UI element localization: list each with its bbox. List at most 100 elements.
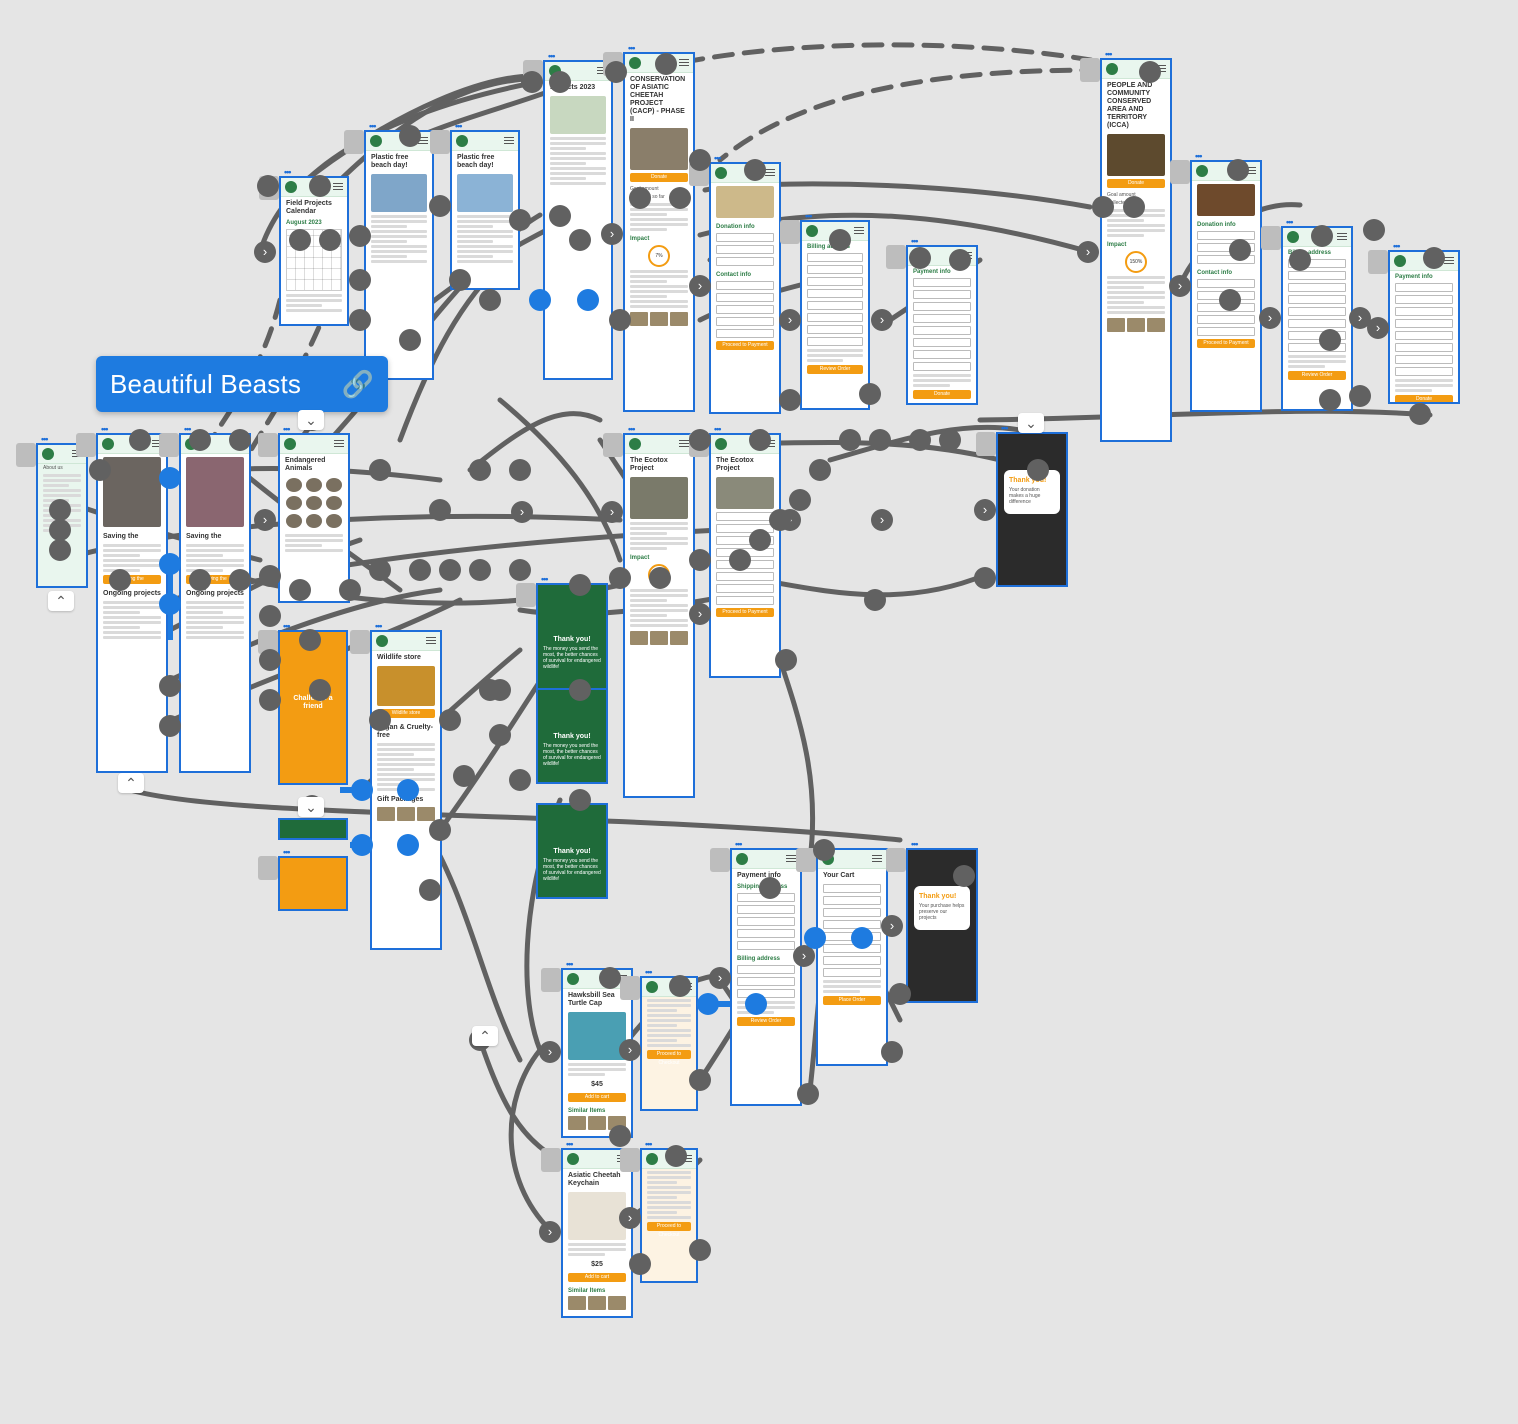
connection-node[interactable] [909, 429, 931, 451]
connection-node[interactable] [749, 429, 771, 451]
connection-node[interactable] [909, 247, 931, 269]
chevron-up-icon[interactable]: ⌃ [48, 591, 74, 611]
connection-node[interactable] [349, 269, 371, 291]
connection-node[interactable] [399, 125, 421, 147]
connection-node[interactable] [289, 229, 311, 251]
connection-node[interactable] [869, 429, 891, 451]
frame-options-icon[interactable]: ••• [714, 153, 722, 163]
chevron-right-icon[interactable]: › [871, 309, 893, 331]
chevron-down-icon[interactable]: ⌄ [298, 797, 324, 817]
form-field[interactable] [913, 326, 971, 335]
animal-avatar[interactable] [326, 496, 342, 510]
similar-thumb[interactable] [568, 1116, 586, 1130]
form-field[interactable] [716, 293, 774, 302]
form-field[interactable] [913, 302, 971, 311]
connection-node[interactable] [529, 289, 551, 311]
frame-handle[interactable] [886, 848, 906, 872]
frame-event-1[interactable]: Plastic free beach day! [364, 130, 434, 380]
chevron-right-icon[interactable]: › [881, 915, 903, 937]
connection-node[interactable] [1319, 389, 1341, 411]
connection-node[interactable] [577, 289, 599, 311]
connection-node[interactable] [399, 329, 421, 351]
similar-thumb[interactable] [568, 1296, 586, 1310]
chevron-right-icon[interactable]: › [779, 309, 801, 331]
connection-node[interactable] [229, 569, 251, 591]
form-field[interactable] [1197, 315, 1255, 324]
animal-avatar[interactable] [306, 496, 322, 510]
frame-options-icon[interactable]: ••• [184, 424, 192, 434]
frame-options-icon[interactable]: ••• [645, 1139, 653, 1149]
connection-node[interactable] [569, 789, 591, 811]
connection-node[interactable] [629, 1253, 651, 1275]
menu-icon[interactable] [786, 855, 796, 856]
connection-wire[interactable] [777, 657, 816, 863]
connection-node[interactable] [1229, 239, 1251, 261]
form-field[interactable] [716, 512, 774, 521]
connection-node[interactable] [1227, 159, 1249, 181]
chevron-right-icon[interactable]: › [511, 501, 533, 523]
chevron-down-icon[interactable]: ⌄ [1018, 413, 1044, 433]
connection-node[interactable] [1409, 403, 1431, 425]
frame-handle[interactable] [430, 130, 450, 154]
animal-avatar[interactable] [286, 478, 302, 492]
chevron-right-icon[interactable]: › [539, 1041, 561, 1063]
frame-thank-you-green[interactable]: Thank you!The money you send the most, t… [536, 688, 608, 784]
connection-node[interactable] [1219, 289, 1241, 311]
connection-node[interactable] [1289, 249, 1311, 271]
frame-handle[interactable] [541, 1148, 561, 1172]
connection-node[interactable] [351, 834, 373, 856]
form-field[interactable] [716, 596, 774, 605]
form-field[interactable] [716, 257, 774, 266]
frame-social-share[interactable] [278, 818, 348, 840]
connection-wire[interactable] [977, 408, 1433, 423]
menu-icon[interactable] [617, 975, 627, 976]
connection-node[interactable] [109, 569, 131, 591]
form-field[interactable] [913, 350, 971, 359]
connection-node[interactable] [509, 769, 531, 791]
connection-node[interactable] [453, 765, 475, 787]
menu-icon[interactable] [679, 59, 689, 60]
connection-node[interactable] [349, 225, 371, 247]
chevron-right-icon[interactable]: › [1259, 307, 1281, 329]
frame-handle[interactable] [1170, 160, 1190, 184]
connection-node[interactable] [609, 567, 631, 589]
primary-button[interactable]: Saving the [103, 575, 161, 584]
menu-icon[interactable] [418, 137, 428, 138]
menu-item[interactable]: About us [43, 465, 63, 471]
frame-handle[interactable] [1368, 250, 1388, 274]
frame-options-icon[interactable]: ••• [566, 959, 574, 969]
connection-node[interactable] [89, 459, 111, 481]
connection-node[interactable] [469, 559, 491, 581]
connection-node[interactable] [159, 593, 181, 615]
connection-node[interactable] [509, 459, 531, 481]
connection-node[interactable] [744, 159, 766, 181]
connection-node[interactable] [697, 993, 719, 1015]
frame-options-icon[interactable]: ••• [369, 121, 377, 131]
connection-node[interactable] [549, 71, 571, 93]
form-field[interactable] [823, 956, 881, 965]
connection-node[interactable] [339, 579, 361, 601]
frame-options-icon[interactable]: ••• [735, 839, 743, 849]
chevron-right-icon[interactable]: › [619, 1039, 641, 1061]
form-field[interactable] [823, 908, 881, 917]
chevron-right-icon[interactable]: › [1077, 241, 1099, 263]
form-field[interactable] [1395, 319, 1453, 328]
connection-node[interactable] [864, 589, 886, 611]
connection-node[interactable] [881, 1041, 903, 1063]
connection-node[interactable] [804, 927, 826, 949]
connection-node[interactable] [1139, 61, 1161, 83]
form-field[interactable] [913, 278, 971, 287]
frame-endangered[interactable]: Endangered Animals [278, 433, 350, 603]
menu-icon[interactable] [504, 137, 514, 138]
connection-node[interactable] [797, 1083, 819, 1105]
connection-node[interactable] [1311, 225, 1333, 247]
connection-node[interactable] [259, 649, 281, 671]
form-field[interactable] [823, 896, 881, 905]
connection-node[interactable] [479, 289, 501, 311]
form-field[interactable] [1197, 327, 1255, 336]
